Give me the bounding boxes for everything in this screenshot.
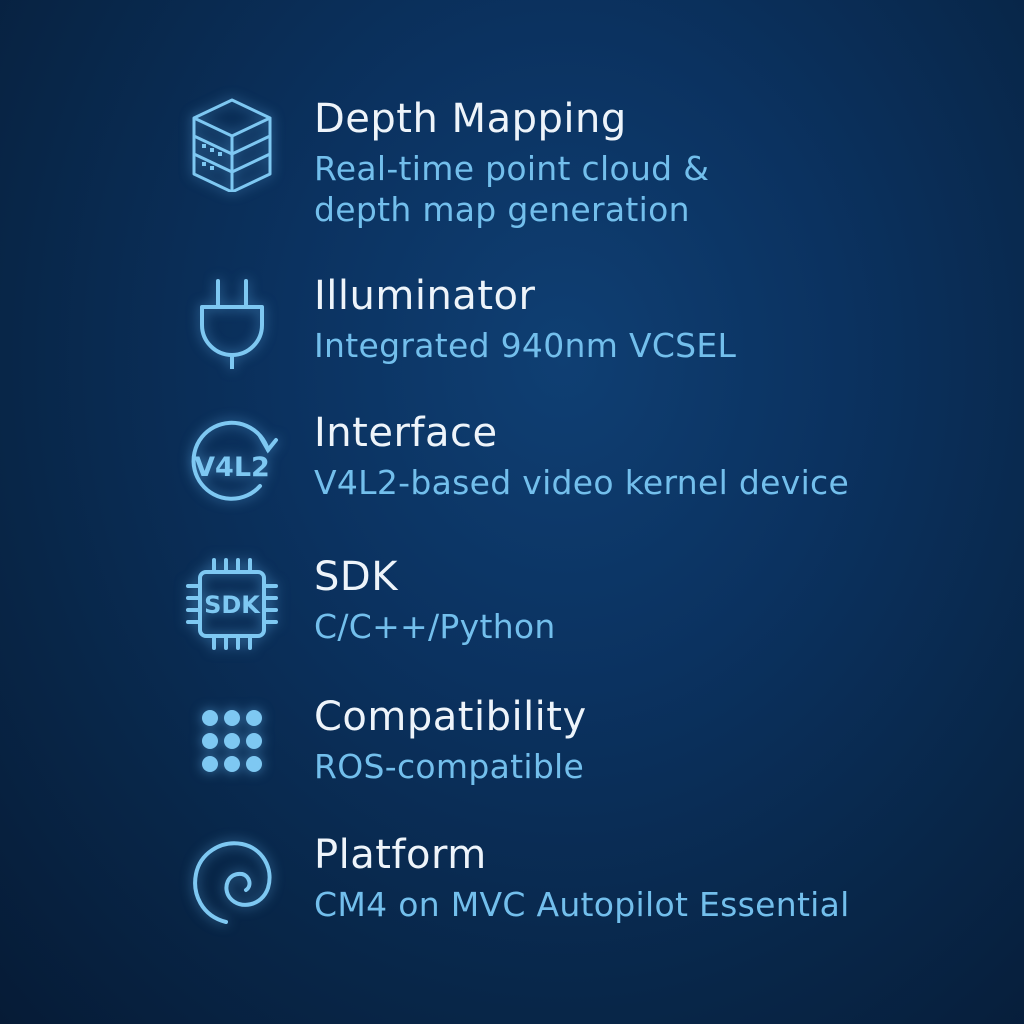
sdk-chip-icon: SDK xyxy=(184,556,280,652)
feature-title: Platform xyxy=(314,832,487,878)
feature-description-line: CM4 on MVC Autopilot Essential xyxy=(314,885,850,924)
feature-title: Illuminator xyxy=(314,273,536,319)
plug-icon xyxy=(184,273,280,369)
feature-description: C/C++/Python xyxy=(314,606,1004,647)
feature-description-line: ROS-compatible xyxy=(314,747,585,786)
feature-description: V4L2-based video kernel device xyxy=(314,462,1004,503)
feature-text: Interface V4L2-based video kernel device xyxy=(314,410,1004,503)
feature-text: Depth Mapping Real-time point cloud & de… xyxy=(314,96,1004,230)
feature-text: Compatibility ROS-compatible xyxy=(314,694,1004,787)
cube-layers-icon xyxy=(184,96,280,192)
feature-text: Illuminator Integrated 940nm VCSEL xyxy=(314,273,1004,366)
feature-description: Real-time point cloud & depth map genera… xyxy=(314,148,1004,230)
feature-title: SDK xyxy=(314,554,398,600)
feature-text: SDK C/C++/Python xyxy=(314,554,1004,647)
v4l2-icon: V4L2 xyxy=(184,410,280,506)
feature-description: CM4 on MVC Autopilot Essential xyxy=(314,884,1004,925)
feature-description-line: V4L2-based video kernel device xyxy=(314,463,850,502)
feature-text: Platform CM4 on MVC Autopilot Essential xyxy=(314,832,1004,925)
feature-description: ROS-compatible xyxy=(314,746,1004,787)
feature-description-line: Real-time point cloud & xyxy=(314,149,710,188)
debian-swirl-icon xyxy=(184,834,280,930)
sdk-icon-label: SDK xyxy=(204,591,261,619)
feature-title: Compatibility xyxy=(314,694,587,740)
feature-description: Integrated 940nm VCSEL xyxy=(314,325,1004,366)
dot-grid-icon xyxy=(184,694,280,790)
feature-description-line: Integrated 940nm VCSEL xyxy=(314,326,737,365)
feature-title: Depth Mapping xyxy=(314,96,627,142)
feature-description-line: C/C++/Python xyxy=(314,607,556,646)
feature-title: Interface xyxy=(314,410,498,456)
v4l2-icon-label: V4L2 xyxy=(194,452,270,483)
feature-description-line: depth map generation xyxy=(314,190,690,229)
